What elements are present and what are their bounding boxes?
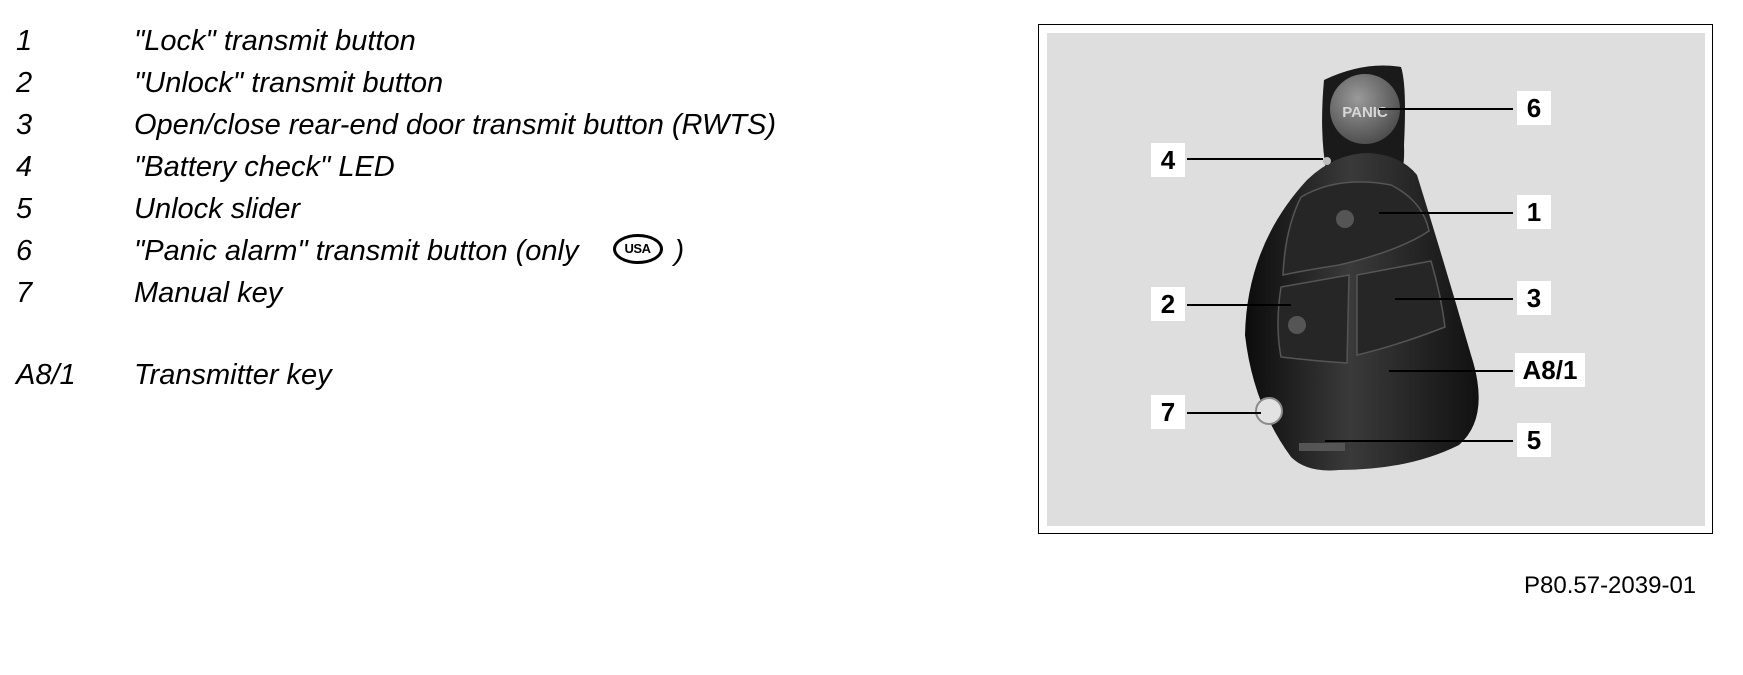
unlock-slider [1299, 443, 1345, 451]
callout-box [1151, 287, 1185, 321]
callout-1: 1 [1527, 197, 1541, 227]
callout-3: 3 [1527, 283, 1541, 313]
panic-button-label: PANIC [1342, 104, 1388, 121]
legend-text: "Battery check" LED [134, 151, 395, 183]
usa-badge-icon: USA [612, 234, 663, 265]
legend-number: 3 [16, 109, 33, 141]
legend-text: "Lock" transmit button [134, 25, 416, 57]
callout-a8-1: A8/1 [1523, 355, 1578, 385]
callout-box [1515, 353, 1585, 387]
legend-text: Transmitter key [134, 359, 332, 391]
legend-number: 1 [16, 25, 33, 57]
rear-door-button[interactable] [1356, 260, 1446, 356]
legend-number: A8/1 [16, 359, 76, 391]
callout-box [1517, 91, 1551, 125]
legend-text-with-badge: "Panic alarm" transmit button (only USA) [134, 230, 684, 272]
legend-number: 6 [16, 235, 33, 267]
legend-suffix: ) [674, 235, 685, 267]
legend-text: "Panic alarm" transmit button (only [134, 235, 579, 267]
legend-text: Open/close rear-end door transmit button… [134, 109, 777, 141]
unlock-icon [1288, 316, 1306, 334]
unlock-button[interactable] [1277, 274, 1350, 364]
battery-led [1323, 157, 1331, 165]
callout-7: 7 [1161, 397, 1175, 427]
callout-2: 2 [1161, 289, 1175, 319]
callout-box [1517, 423, 1551, 457]
panic-button[interactable] [1330, 74, 1400, 144]
legend-number: 5 [16, 193, 33, 225]
legend-text: "Unlock" transmit button [134, 67, 444, 99]
callout-box [1151, 395, 1185, 429]
callout-box [1517, 281, 1551, 315]
callout-box [1151, 143, 1185, 177]
legend-text: Manual key [134, 277, 283, 309]
legend-number: 7 [16, 277, 33, 309]
transmitter-key-figure: PANIC 4 6 1 2 3 A8/ [1038, 24, 1713, 534]
transmitter-key-illustration: PANIC 4 6 1 2 3 A8/ [1151, 65, 1585, 471]
lock-button[interactable] [1282, 181, 1430, 276]
lock-icon [1336, 210, 1354, 228]
figure-caption-code: P80.57-2039-01 [1524, 572, 1697, 599]
callout-5: 5 [1527, 425, 1541, 455]
callout-box [1517, 195, 1551, 229]
callout-6: 6 [1527, 93, 1541, 123]
callout-4: 4 [1161, 145, 1176, 175]
legend-number: 2 [16, 67, 33, 99]
legend-text: Unlock slider [134, 193, 300, 225]
legend-number: 4 [16, 151, 33, 183]
manual-key [1255, 397, 1283, 425]
